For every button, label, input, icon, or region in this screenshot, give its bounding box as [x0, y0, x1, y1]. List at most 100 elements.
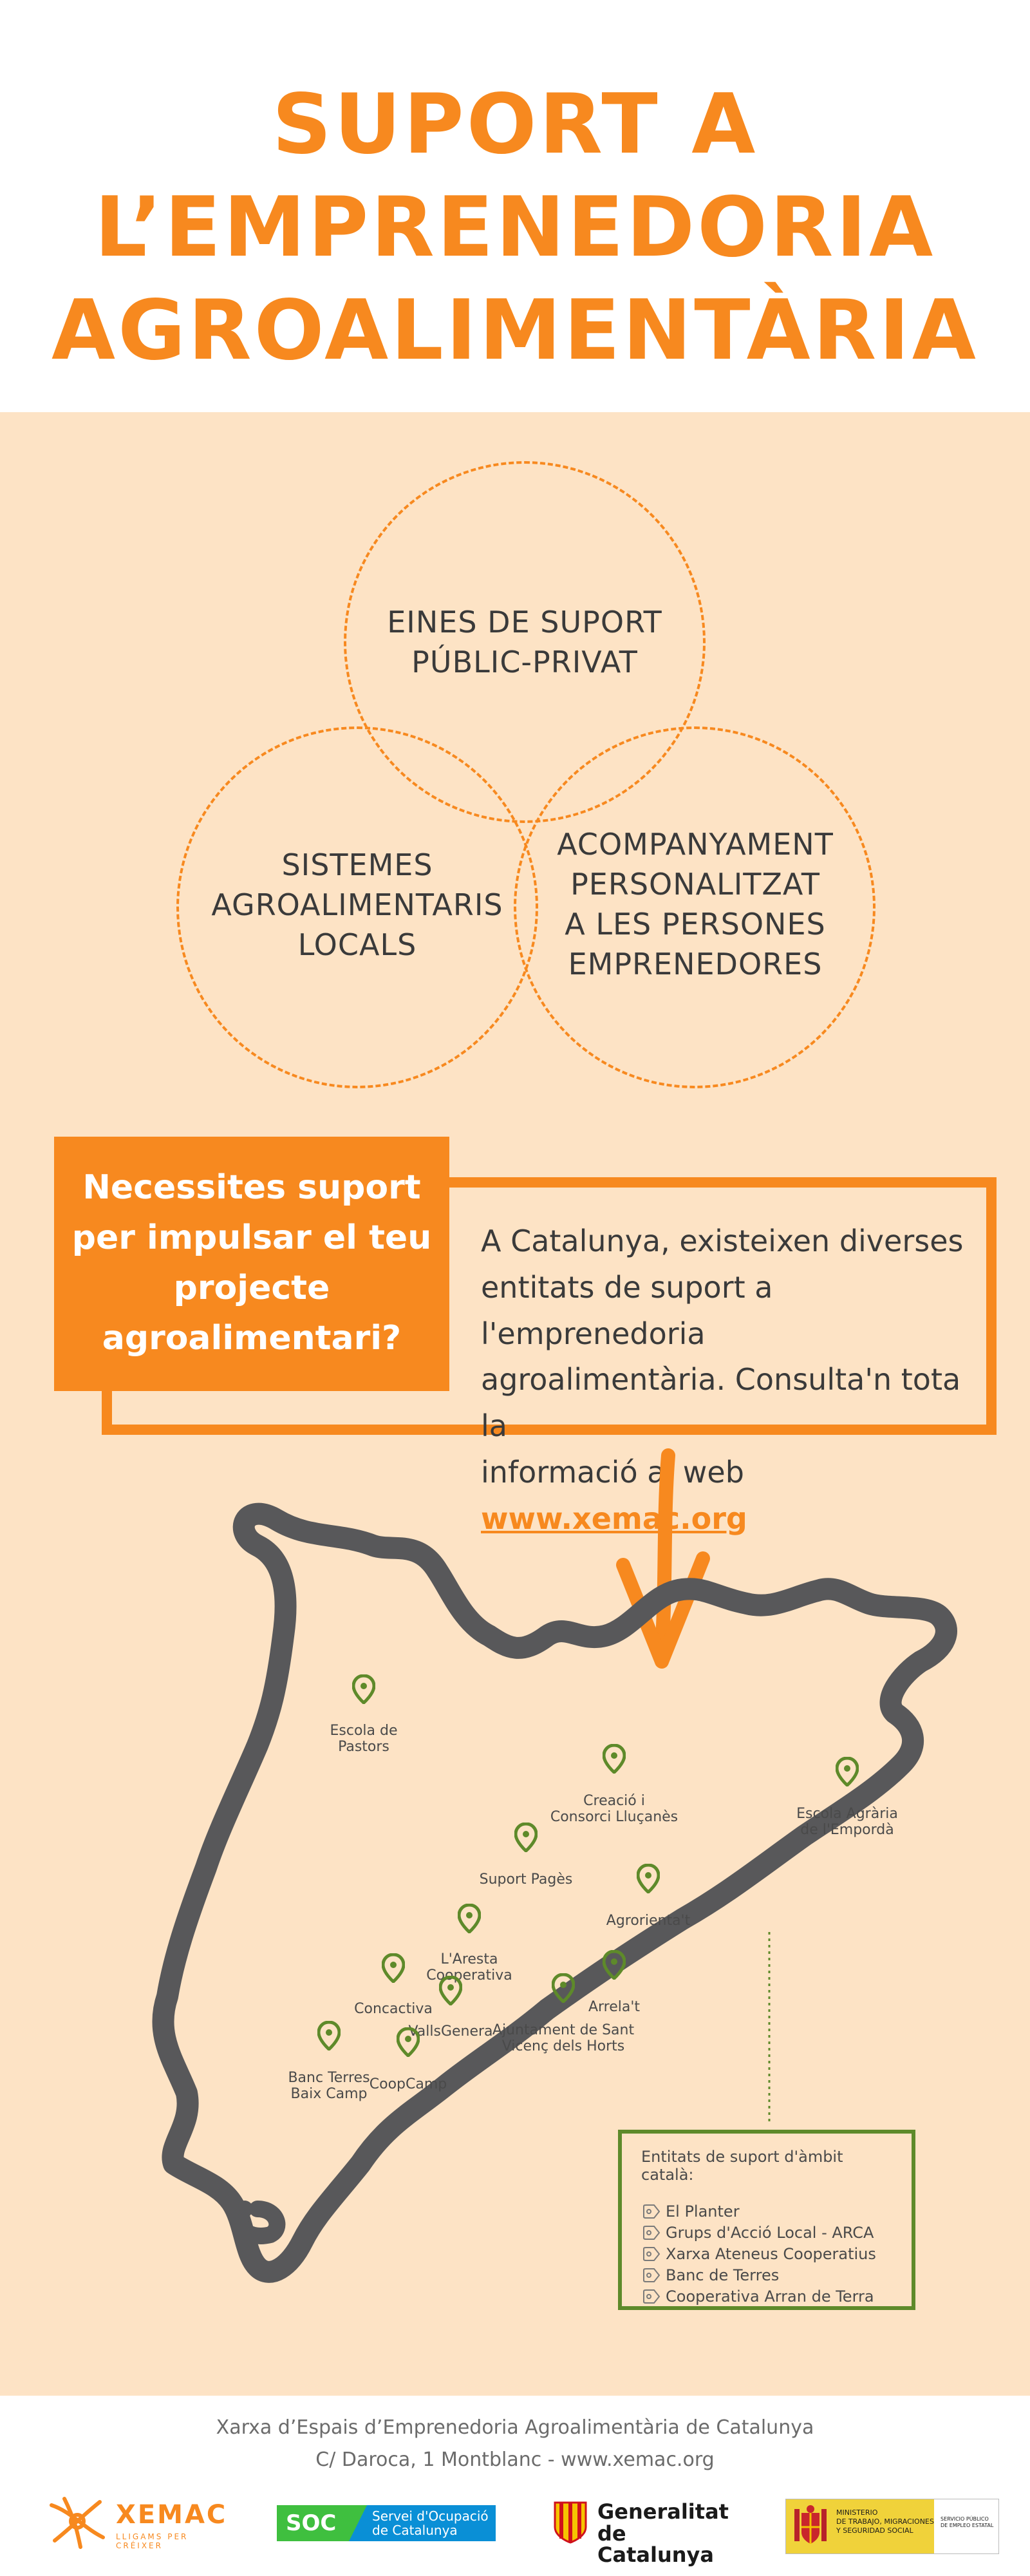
place-label-line: Vicenç dels Horts — [501, 2038, 625, 2055]
circle-right-line: EMPRENEDORES — [568, 947, 823, 982]
ministerio-line: Y SEGURIDAD SOCIAL — [836, 2526, 913, 2535]
place-label-arrelat: Arrela't — [530, 1999, 698, 2015]
circle-right-label: ACOMPANYAMENT PERSONALITZAT A LES PERSON… — [515, 824, 876, 984]
map-pin-icon[interactable] — [396, 2027, 420, 2058]
tag-bullet-icon — [641, 2246, 660, 2261]
ministerio-line: DE TRABAJO, MIGRACIONES — [836, 2517, 934, 2526]
senyera-shield-icon — [554, 2501, 587, 2544]
place-label-suport-pages: Suport Pagès — [442, 1871, 610, 1888]
place-label-line: VallsGenera — [408, 2023, 493, 2040]
callout-text-line: A Catalunya, existeixen diverses — [481, 1224, 964, 1258]
callout-question-line: projecte — [173, 1269, 330, 1307]
place-label-concactiva: Concactiva — [310, 2001, 477, 2017]
sepe-text: SERVICIO PÚBLICO DE EMPLEO ESTATAL — [941, 2516, 993, 2530]
place-label-line: Escola de — [330, 1723, 398, 1739]
generalitat-text: Generalitat de Catalunya — [597, 2501, 740, 2566]
map-pin-icon[interactable] — [457, 1903, 482, 1935]
callout-text-prefix: informació al web — [481, 1454, 744, 1490]
catalonia-map — [152, 1448, 957, 2283]
place-label-line: Pastors — [338, 1739, 389, 1756]
title-line-2: L’EMPRENEDORIA — [94, 180, 936, 276]
circle-left-line: SISTEMES — [281, 848, 433, 882]
soc-name: SOC — [286, 2510, 337, 2536]
sepe-line: DE EMPLEO ESTATAL — [941, 2523, 994, 2529]
circle-left-line: AGROALIMENTARIS — [211, 887, 503, 923]
map-pin-icon[interactable] — [317, 2020, 341, 2052]
map-pin-icon[interactable] — [438, 1975, 463, 2007]
legend-item: Xarxa Ateneus Cooperatius — [641, 2243, 892, 2264]
callout-text-line: informació al web www.xemac.org — [481, 1450, 977, 1542]
map-pin-icon[interactable] — [551, 1973, 576, 2004]
map-pin-icon[interactable] — [636, 1863, 660, 1895]
place-label-line: Concactiva — [354, 2001, 433, 2017]
place-label-line: L'Aresta — [440, 1951, 498, 1967]
callout-text: A Catalunya, existeixen diverses entitat… — [481, 1218, 977, 1542]
circle-top — [344, 461, 706, 823]
map-pin-icon[interactable] — [381, 1953, 406, 1984]
xemac-logo: XEMAC LLIGAMS PER CRÉIXER — [45, 2492, 238, 2550]
map-pin-icon[interactable] — [351, 1674, 376, 1705]
sepe-line: SERVICIO PÚBLICO — [941, 2516, 989, 2522]
place-label-line: Banc Terres — [288, 2070, 370, 2086]
xemac-tagline: LLIGAMS PER CRÉIXER — [116, 2532, 189, 2550]
generalitat-line: Generalitat — [597, 2499, 729, 2524]
callout-question-box: Necessites suport per impulsar el teu pr… — [54, 1137, 449, 1391]
title-line-3: AGROALIMENTÀRIA — [52, 283, 979, 379]
legend-item-label: El Planter — [666, 2202, 740, 2221]
legend-item: Cooperativa Arran de Terra — [641, 2286, 892, 2307]
map-pin-icon[interactable] — [514, 1822, 538, 1853]
place-label-coopcamp: CoopCamp — [324, 2076, 492, 2092]
legend-item-label: Banc de Terres — [666, 2266, 780, 2284]
legend-title: Entitats de suport d'àmbit català: — [641, 2148, 843, 2184]
place-label-line: Escola Agrària — [796, 1806, 898, 1822]
title-line-1: SUPORT A — [272, 77, 758, 173]
circle-left-label: SISTEMES AGROALIMENTARIS LOCALS — [177, 845, 538, 965]
place-label-agrorienta: Agrorienta't — [565, 1913, 732, 1929]
place-label-line: Consorci Lluçanès — [550, 1809, 679, 1826]
legend-item: El Planter — [641, 2201, 892, 2222]
soc-logo: SOC Servei d'Ocupació de Catalunya — [277, 2505, 496, 2541]
ministerio-line: MINISTERIO — [836, 2508, 878, 2517]
map-pin-icon[interactable] — [835, 1756, 859, 1788]
ministerio-logo: MINISTERIO DE TRABAJO, MIGRACIONES Y SEG… — [785, 2499, 999, 2554]
tag-bullet-icon — [641, 2204, 660, 2219]
footer: Xarxa d’Espais d’Emprenedoria Agroalimen… — [0, 2396, 1030, 2576]
ministerio-text: MINISTERIO DE TRABAJO, MIGRACIONES Y SEG… — [836, 2508, 934, 2535]
circle-right-line: ACOMPANYAMENT — [557, 827, 834, 862]
place-label-line: Creació i — [583, 1793, 645, 1809]
footer-address: C/ Daroca, 1 Montblanc - www.xemac.org — [315, 2448, 715, 2471]
catalonia-outline — [152, 1502, 957, 2283]
place-label-line: Arrela't — [588, 1999, 641, 2015]
place-label-line: CoopCamp — [369, 2076, 447, 2092]
place-label-line: Agrorienta't — [606, 1913, 691, 1929]
place-label-line: Baix Camp — [290, 2086, 368, 2103]
circle-top-line: EINES DE SUPORT — [387, 605, 662, 639]
legend-item-label: Xarxa Ateneus Cooperatius — [666, 2244, 876, 2263]
generalitat-logo: Generalitat de Catalunya — [554, 2497, 740, 2566]
tag-bullet-icon — [641, 2268, 660, 2282]
map-pin-icon[interactable] — [602, 1743, 626, 1775]
legend-item-label: Grups d'Acció Local - ARCA — [666, 2223, 874, 2242]
place-label-vallsgenera: VallsGenera — [367, 2023, 534, 2040]
callout-question-line: agroalimentari? — [102, 1319, 402, 1358]
tag-bullet-icon — [641, 2289, 660, 2304]
circle-top-line: PÚBLIC-PRIVAT — [411, 645, 638, 680]
circle-right-line: A LES PERSONES — [565, 907, 826, 942]
footer-org-name: Xarxa d’Espais d’Emprenedoria Agroalimen… — [216, 2416, 814, 2439]
xemac-name: XEMAC — [116, 2500, 228, 2530]
place-label-line: Cooperativa — [426, 1967, 512, 1984]
header: SUPORT A L’EMPRENEDORIA AGROALIMENTÀRIA — [0, 0, 1030, 412]
callout-question-line: per impulsar el teu — [71, 1218, 432, 1257]
spain-coat-of-arms-icon — [794, 2505, 827, 2544]
website-link[interactable]: www.xemac.org — [481, 1501, 747, 1536]
circle-top-label: EINES DE SUPORT PÚBLIC-PRIVAT — [344, 602, 705, 682]
callout-text-line: agroalimentària. Consulta'n tota la — [481, 1362, 961, 1443]
map-pin-icon[interactable] — [602, 1949, 626, 1981]
